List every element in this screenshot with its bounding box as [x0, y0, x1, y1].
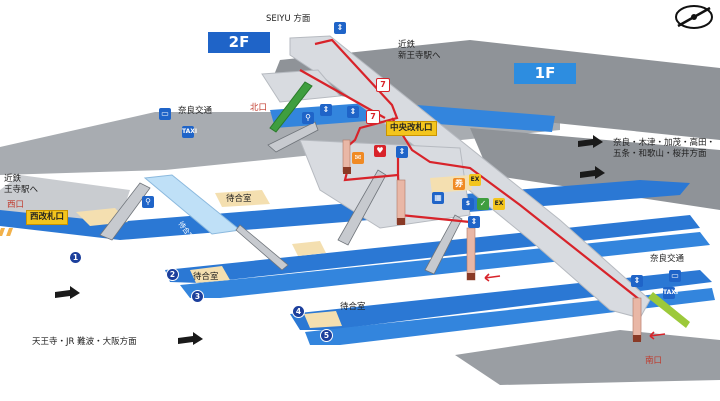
- seiyu-direction: SEIYU 方面: [266, 14, 311, 24]
- waiting-room-label: 待合室: [193, 272, 219, 282]
- taxi-icon[interactable]: TAXI: [663, 287, 678, 299]
- waiting-room: [292, 241, 326, 256]
- stairs: [99, 121, 463, 275]
- platform-number: 5: [320, 329, 333, 342]
- convenience-store-icon[interactable]: ✓: [477, 198, 489, 210]
- background-slab: [455, 330, 720, 385]
- north-exit: 北口: [250, 103, 268, 113]
- background-slab: [0, 175, 130, 220]
- south-exit: 南口: [645, 356, 663, 366]
- kintetsu-oji: 近鉄 王寺駅へ: [4, 174, 38, 195]
- platform-number: 1: [69, 251, 82, 264]
- nara-kotsu-north: 奈良交通: [178, 106, 213, 116]
- elevator-icon[interactable]: ⇕: [347, 106, 359, 118]
- ticket-vending-icon[interactable]: 券: [453, 178, 465, 190]
- waiting-room: [215, 190, 270, 207]
- kintetsu-oji-line2: 王寺駅へ: [4, 184, 39, 195]
- heart-aed-icon[interactable]: ♥: [374, 145, 386, 157]
- direction-arrow: [55, 135, 605, 345]
- central-gate: 中央改札口: [386, 121, 437, 136]
- waiting-room-label: 待合室: [340, 302, 366, 312]
- escalator: [648, 292, 690, 328]
- kintetsu-shin-line1: 近鉄: [398, 40, 416, 50]
- ticket-vending-icon[interactable]: EX: [493, 198, 505, 210]
- nara-kotsu-south: 奈良交通: [650, 254, 685, 264]
- concourse-central: [299, 139, 471, 229]
- waiting-room-label: 待合室: [226, 194, 252, 204]
- floor-1f-badge: 1F: [514, 63, 576, 84]
- waiting-room: [304, 311, 342, 328]
- platform-number: 2: [166, 268, 179, 281]
- nara-south-line1: 奈良・木津・加茂・高田・: [613, 138, 716, 148]
- kintetsu-oji-line1: 近鉄: [4, 174, 22, 184]
- waiting-room: [190, 266, 230, 283]
- elevator-box: [343, 167, 641, 342]
- ticket-gates: [0, 228, 14, 236]
- nara-south-line2: 五条・和歌山・桜井方面: [613, 148, 707, 159]
- toilet-icon[interactable]: ⚲: [302, 112, 314, 124]
- background-slab: [270, 40, 720, 140]
- osaka-direction: 天王寺・JR 難波・大阪方面: [32, 337, 137, 347]
- floor-2f-badge: 2F: [208, 32, 270, 53]
- kintetsu-shin-line2: 新王寺駅へ: [398, 50, 441, 61]
- platform-number: 3: [191, 290, 204, 303]
- elevator-icon[interactable]: ⇕: [334, 22, 346, 34]
- elevator-icon[interactable]: ⇕: [320, 104, 332, 116]
- convenience-store-icon[interactable]: 7: [366, 110, 380, 124]
- ticket-vending-icon[interactable]: EX: [469, 174, 481, 186]
- coin-locker-icon[interactable]: $: [462, 198, 474, 210]
- elevator-icon[interactable]: ⇕: [468, 216, 480, 228]
- escalator: [269, 81, 313, 133]
- west-gate: 西改札口: [26, 210, 69, 225]
- ticket-office-icon[interactable]: ✉: [352, 152, 364, 164]
- taxi-icon[interactable]: TAXI: [182, 126, 197, 138]
- route-line: [314, 38, 399, 147]
- elevator-icon[interactable]: ⇕: [631, 275, 643, 287]
- toilet-icon[interactable]: ⚲: [142, 196, 154, 208]
- concourse-upper: [261, 69, 341, 103]
- bus-icon[interactable]: ▭: [669, 270, 681, 282]
- bus-icon[interactable]: ▭: [159, 108, 171, 120]
- nara-south-direction: 奈良・木津・加茂・高田・ 五条・和歌山・桜井方面: [613, 138, 715, 159]
- compass-icon: [675, 5, 713, 29]
- west-exit: 西口: [7, 200, 25, 210]
- platform-number: 4: [292, 305, 305, 318]
- elevator-shaft: [342, 139, 642, 341]
- transfer-arrow: [484, 273, 666, 340]
- atm-icon[interactable]: ▦: [432, 192, 444, 204]
- convenience-store-icon[interactable]: 7: [376, 78, 390, 92]
- kintetsu-shin-oji: 近鉄 新王寺駅へ: [398, 40, 441, 61]
- elevator-icon[interactable]: ⇕: [396, 146, 408, 158]
- waiting-room: [430, 175, 472, 193]
